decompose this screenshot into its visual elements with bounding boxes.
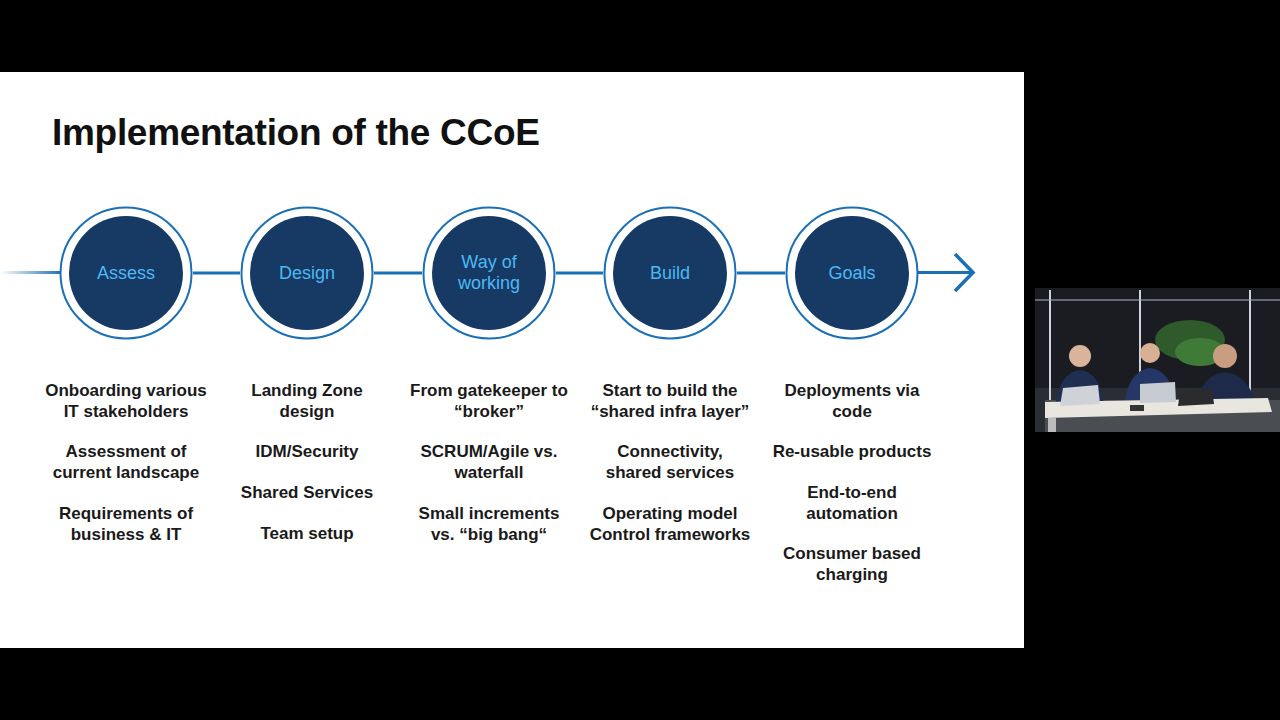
phase-detail: SCRUM/Agile vs. waterfall <box>407 441 572 483</box>
phase-detail: IDM/Security <box>237 441 377 462</box>
phase-detail: Connectivity, shared services <box>600 441 740 483</box>
phase-detail: Shared Services <box>227 482 387 503</box>
connector-line <box>737 272 785 275</box>
phase-circle: Way of working <box>422 206 556 340</box>
phase-circle: Goals <box>785 206 919 340</box>
circle-fill <box>69 216 183 330</box>
microphone <box>1130 405 1144 411</box>
person-head <box>1140 343 1160 363</box>
phase-detail: End-to-end automation <box>787 482 917 524</box>
phase-label: Assess <box>83 230 169 316</box>
circle-ring <box>787 208 918 339</box>
arrow-line <box>918 271 972 274</box>
phase-detail: Re-usable products <box>765 441 940 462</box>
laptop <box>1060 385 1100 406</box>
phase-label: Design <box>264 230 350 316</box>
phase-detail: Operating model Control frameworks <box>588 503 753 545</box>
connector <box>374 273 422 274</box>
circle-ring <box>61 208 192 339</box>
connector-line <box>374 272 422 275</box>
person-head <box>1069 345 1091 367</box>
phase-detail: Requirements of business & IT <box>44 503 209 545</box>
person <box>1055 370 1104 405</box>
window-frame <box>1249 290 1251 395</box>
phase-circle: Design <box>240 206 374 340</box>
arrow-head <box>955 254 973 291</box>
desk-leg <box>1048 418 1056 432</box>
laptop <box>1178 388 1214 406</box>
video-frame <box>1035 288 1280 432</box>
phase-label: Way of working <box>446 230 532 316</box>
phase-detail: Team setup <box>237 523 377 544</box>
phase-detail: Deployments via code <box>777 380 927 422</box>
connector-line <box>193 272 240 275</box>
laptop <box>1140 382 1176 403</box>
phase-detail: Onboarding various IT stakeholders <box>44 380 209 422</box>
connector <box>737 273 785 274</box>
slide-title: Implementation of the CCoE <box>52 112 540 154</box>
phase-label: Goals <box>809 230 895 316</box>
connector <box>193 273 240 274</box>
circle-fill <box>795 216 909 330</box>
connector <box>556 273 603 274</box>
window-frame <box>1049 290 1051 400</box>
person-head <box>1213 344 1237 368</box>
phase-detail: Assessment of current landscape <box>44 441 209 483</box>
circle-ring <box>424 208 555 339</box>
phase-detail: Start to build the “shared infra layer” <box>588 380 753 422</box>
circle-ring <box>605 208 736 339</box>
phase-circle: Build <box>603 206 737 340</box>
circle-fill <box>250 216 364 330</box>
phase-detail: Small increments vs. “big bang“ <box>414 503 564 545</box>
circle-ring <box>242 208 373 339</box>
video-inset <box>1035 288 1280 432</box>
window-frame <box>1035 300 1280 301</box>
phase-detail: Consumer based charging <box>777 543 927 585</box>
phase-label: Build <box>627 230 713 316</box>
circle-fill <box>613 216 727 330</box>
connector-line <box>556 272 603 275</box>
fade-line <box>0 271 62 274</box>
phase-detail: From gatekeeper to “broker” <box>407 380 572 422</box>
phase-detail: Landing Zone design <box>247 380 367 422</box>
circle-fill <box>432 216 546 330</box>
phase-circle: Assess <box>59 206 193 340</box>
